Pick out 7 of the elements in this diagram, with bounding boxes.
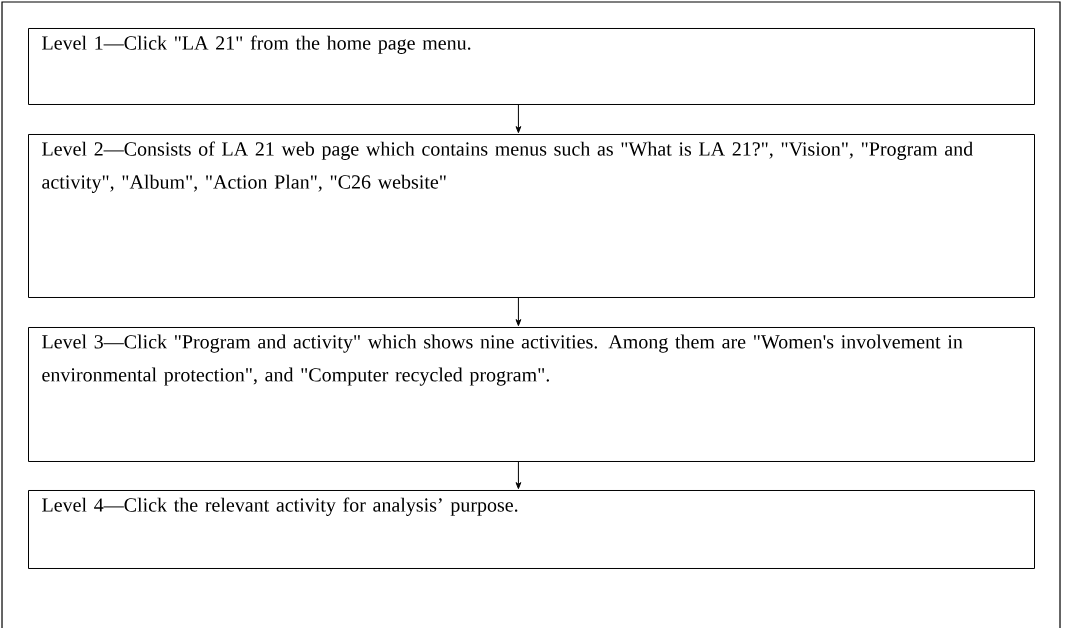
- arrow: [515, 297, 522, 327]
- arrow: [515, 104, 522, 134]
- step-box: Level 1—Click "LA 21" from the home page menu.: [28, 28, 1035, 105]
- step-box: Level 2—Consists of LA 21 web page which contains menus such as "What is LA 21?", "Vision", "Program and activity", "Album", "Action Plan", "C26 website": [28, 134, 1035, 298]
- step-box: Level 4—Click the relevant activity for analysis’ purpose.: [28, 490, 1035, 569]
- arrow: [515, 461, 522, 490]
- step-box: Level 3—Click "Program and activity" which shows nine activities. Among them are "Women's involvement in environmental protection", and "Computer recycled program".: [28, 327, 1035, 462]
